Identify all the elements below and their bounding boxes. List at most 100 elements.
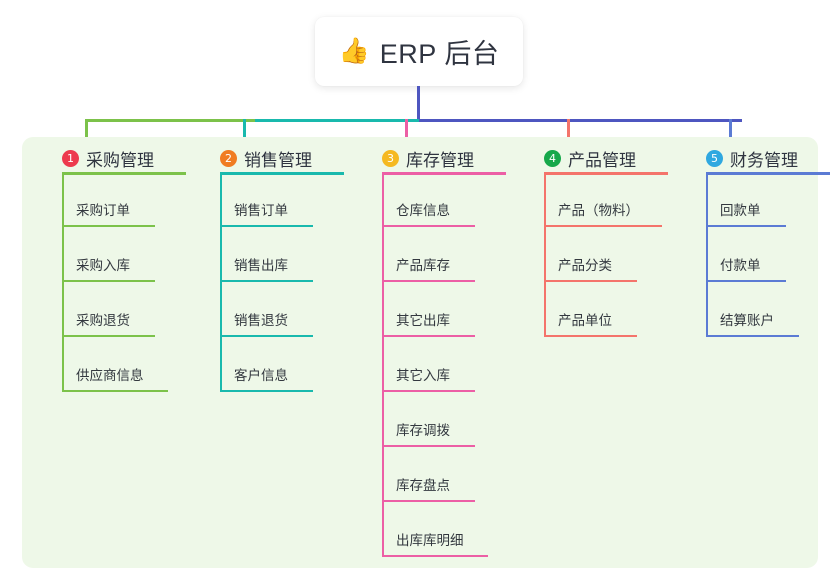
branch-item[interactable]: 产品（物料） xyxy=(544,172,684,227)
branch-item-list: 采购订单采购入库采购退货供应商信息 xyxy=(62,172,202,392)
branch-title: 财务管理 xyxy=(730,151,798,170)
branch-item-label: 产品单位 xyxy=(558,313,612,328)
branch-item[interactable]: 采购入库 xyxy=(62,227,202,282)
branch-item[interactable]: 销售订单 xyxy=(220,172,360,227)
connector-drop-2 xyxy=(243,119,246,147)
branch-header-4[interactable]: 4 产品管理 xyxy=(544,146,636,171)
branch-item-rule xyxy=(544,225,662,227)
branch-item-label: 产品库存 xyxy=(396,258,450,273)
branch-header-1[interactable]: 1 采购管理 xyxy=(62,146,154,171)
branch-item-label: 采购入库 xyxy=(76,258,130,273)
branch-item-rule xyxy=(382,390,475,392)
branch-item-rule xyxy=(382,445,475,447)
branch-header-2[interactable]: 2 销售管理 xyxy=(220,146,312,171)
branch-header-rule xyxy=(220,172,344,175)
branch-item[interactable]: 供应商信息 xyxy=(62,337,202,392)
branch-item-label: 出库库明细 xyxy=(396,533,464,548)
branch-item-label: 仓库信息 xyxy=(396,203,450,218)
branch-item-label: 其它入库 xyxy=(396,368,450,383)
branch-number-badge: 5 xyxy=(706,150,723,167)
branch-item[interactable]: 付款单 xyxy=(706,227,839,282)
branch-item-label: 销售订单 xyxy=(234,203,288,218)
branch-item-rule xyxy=(382,555,488,557)
branch-item[interactable]: 出库库明细 xyxy=(382,502,522,557)
branch-item[interactable]: 销售退货 xyxy=(220,282,360,337)
branch-number-badge: 1 xyxy=(62,150,79,167)
branch-item-label: 结算账户 xyxy=(720,313,774,328)
branch-item[interactable]: 库存调拨 xyxy=(382,392,522,447)
connector-drop-3 xyxy=(405,119,408,147)
branch-item[interactable]: 仓库信息 xyxy=(382,172,522,227)
connector-teal-segment xyxy=(255,119,419,122)
connector-root-stem xyxy=(417,86,420,122)
branch-title: 库存管理 xyxy=(406,151,474,170)
branch-item-rule xyxy=(220,280,313,282)
branch-spine xyxy=(382,172,384,557)
branch-item-label: 其它出库 xyxy=(396,313,450,328)
branch-item-rule xyxy=(382,280,475,282)
branch-header-rule xyxy=(544,172,668,175)
branch-item-list: 仓库信息产品库存其它出库其它入库库存调拨库存盘点出库库明细 xyxy=(382,172,522,557)
branch-item-rule xyxy=(62,390,168,392)
branch-item[interactable]: 库存盘点 xyxy=(382,447,522,502)
connector-blue-segment xyxy=(419,119,742,122)
branch-item[interactable]: 结算账户 xyxy=(706,282,839,337)
branch-item-rule xyxy=(220,225,313,227)
branch-header-rule xyxy=(706,172,830,175)
branch-item[interactable]: 客户信息 xyxy=(220,337,360,392)
branch-item-label: 回款单 xyxy=(720,203,761,218)
branch-title: 产品管理 xyxy=(568,151,636,170)
root-node-card[interactable]: 👍 ERP 后台 xyxy=(315,17,523,86)
branch-item-label: 销售出库 xyxy=(234,258,288,273)
branch-item[interactable]: 产品单位 xyxy=(544,282,684,337)
branch-item-label: 销售退货 xyxy=(234,313,288,328)
connector-drop-4 xyxy=(567,119,570,147)
branch-item-label: 采购订单 xyxy=(76,203,130,218)
branch-number-badge: 4 xyxy=(544,150,561,167)
branch-spine xyxy=(62,172,64,392)
branch-item[interactable]: 产品库存 xyxy=(382,227,522,282)
branch-item-rule xyxy=(544,335,637,337)
branch-item-label: 库存调拨 xyxy=(396,423,450,438)
branch-item-rule xyxy=(220,390,313,392)
branch-item-rule xyxy=(220,335,313,337)
branch-item-rule xyxy=(382,500,475,502)
connector-green-segment xyxy=(85,119,255,122)
branch-item-list: 产品（物料）产品分类产品单位 xyxy=(544,172,684,337)
root-node-title: ERP 后台 xyxy=(379,39,500,69)
branch-item[interactable]: 其它入库 xyxy=(382,337,522,392)
branch-header-5[interactable]: 5 财务管理 xyxy=(706,146,798,171)
branch-item[interactable]: 采购退货 xyxy=(62,282,202,337)
branch-item-rule xyxy=(706,335,799,337)
branch-spine xyxy=(706,172,708,337)
branch-spine xyxy=(544,172,546,337)
branch-header-rule xyxy=(62,172,186,175)
connector-drop-5 xyxy=(729,119,732,147)
branch-title: 销售管理 xyxy=(244,151,312,170)
branch-item-rule xyxy=(706,280,786,282)
branch-item-label: 采购退货 xyxy=(76,313,130,328)
branch-item-label: 付款单 xyxy=(720,258,761,273)
branch-item[interactable]: 产品分类 xyxy=(544,227,684,282)
branch-header-3[interactable]: 3 库存管理 xyxy=(382,146,474,171)
thumbs-up-icon: 👍 xyxy=(338,37,370,65)
branch-item-rule xyxy=(706,225,786,227)
branch-spine xyxy=(220,172,222,392)
branch-item-rule xyxy=(382,335,475,337)
branch-item[interactable]: 采购订单 xyxy=(62,172,202,227)
branch-item[interactable]: 其它出库 xyxy=(382,282,522,337)
branch-item-rule xyxy=(544,280,637,282)
mindmap-panel: 1 采购管理采购订单采购入库采购退货供应商信息 2 销售管理销售订单销售出库销售退货客… xyxy=(22,137,830,568)
branch-item[interactable]: 销售出库 xyxy=(220,227,360,282)
connector-drop-1 xyxy=(85,119,88,147)
branch-item-list: 回款单付款单结算账户 xyxy=(706,172,839,337)
branch-item-label: 库存盘点 xyxy=(396,478,450,493)
branch-number-badge: 3 xyxy=(382,150,399,167)
branch-item-list: 销售订单销售出库销售退货客户信息 xyxy=(220,172,360,392)
branch-item-rule xyxy=(62,280,155,282)
branch-item[interactable]: 回款单 xyxy=(706,172,839,227)
branch-item-label: 供应商信息 xyxy=(76,368,144,383)
branch-title: 采购管理 xyxy=(86,151,154,170)
branch-number-badge: 2 xyxy=(220,150,237,167)
branch-item-rule xyxy=(62,225,155,227)
